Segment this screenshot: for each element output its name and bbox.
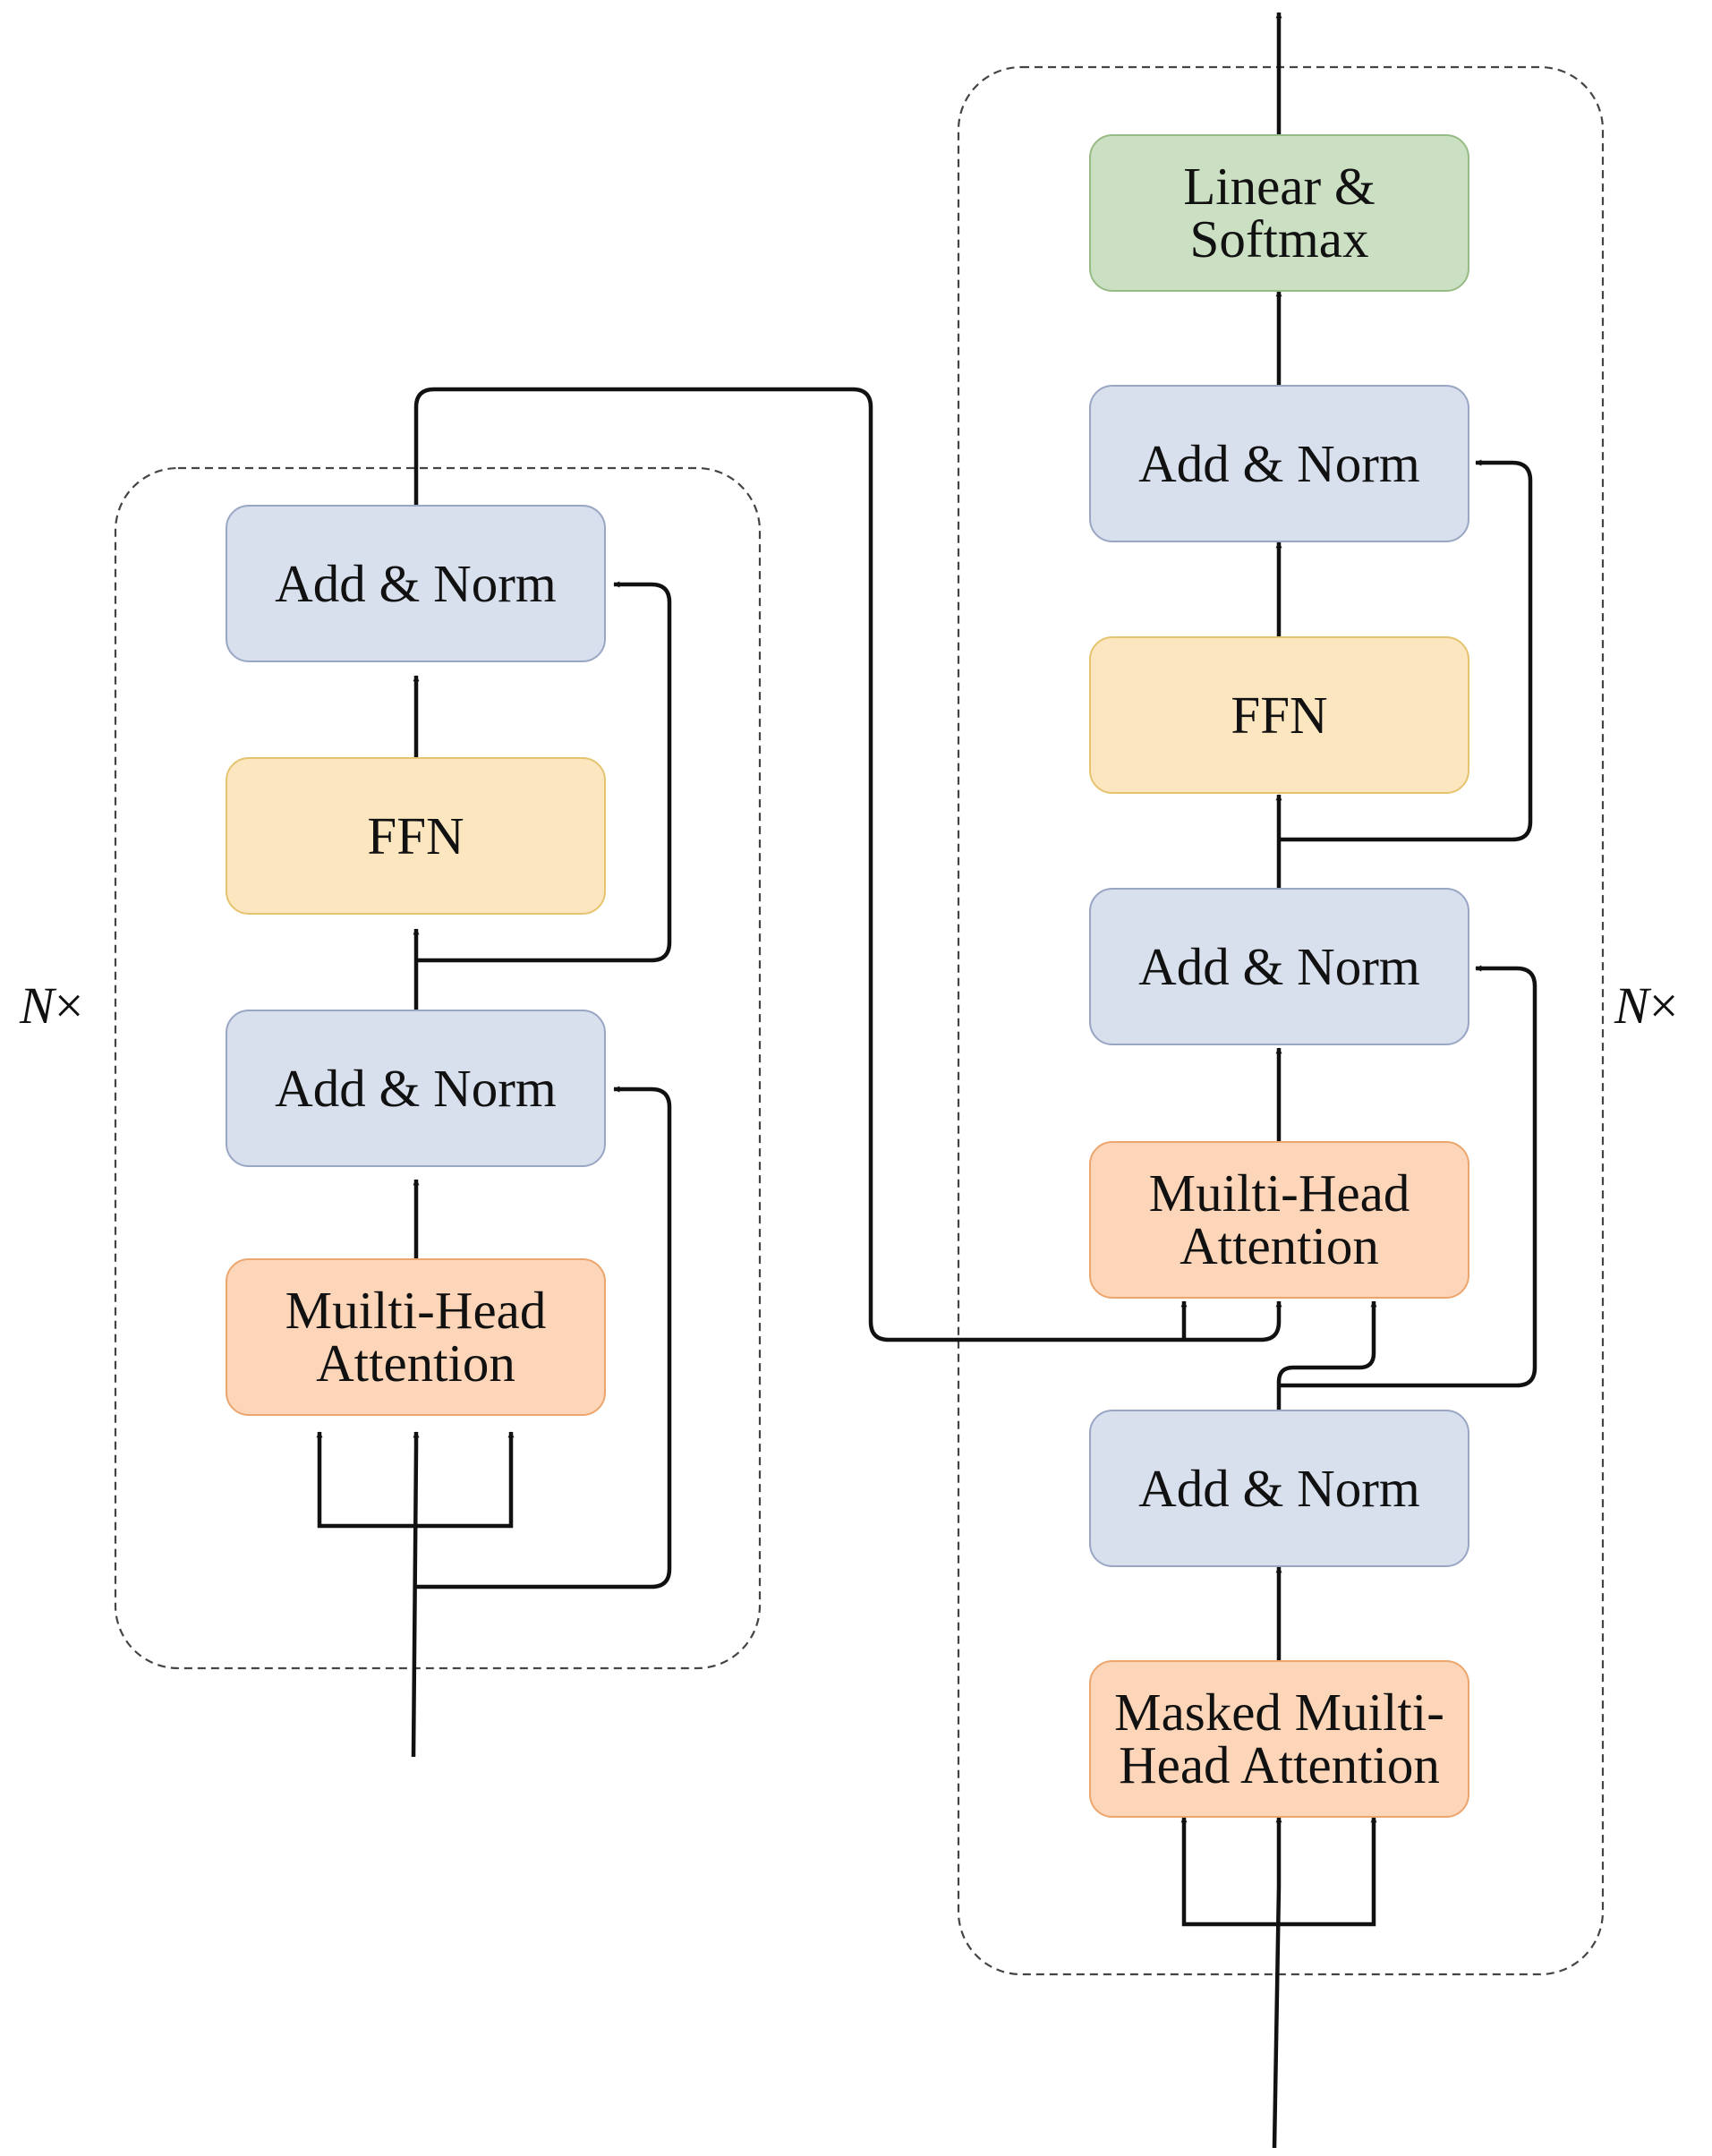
decoder-repeat-label: N× xyxy=(1614,976,1678,1035)
decoder-residual-2-arrow xyxy=(1279,459,1533,842)
encoder-add-norm-top: Add & Norm xyxy=(226,505,606,662)
decoder-add-norm-middle: Add & Norm xyxy=(1089,888,1469,1045)
encoder-add-norm-bottom: Add & Norm xyxy=(226,1010,606,1167)
decoder-masked-input-left-arrow xyxy=(1180,1816,1279,1927)
encoder-output-to-decoder-arrow xyxy=(413,387,1282,1342)
encoder-add-norm-bottom-label: Add & Norm xyxy=(275,1058,557,1118)
decoder-linear-softmax: Linear & Softmax xyxy=(1089,134,1469,292)
encoder-repeat-label: N× xyxy=(20,976,83,1035)
decoder-multi-head-attention: Muilti-Head Attention xyxy=(1089,1141,1469,1299)
encoder-attention-line1: Muilti-Head xyxy=(285,1281,547,1340)
encoder-dashed-frame xyxy=(114,466,762,1670)
encoder-attention-line2: Attention xyxy=(316,1334,515,1393)
decoder-linear-softmax-label: Linear & Softmax xyxy=(1183,157,1376,268)
decoder-add-norm-bottom-label: Add & Norm xyxy=(1138,1458,1420,1518)
encoder-input-line xyxy=(411,1447,419,1758)
encoder-residual-2-arrow xyxy=(416,581,672,963)
encoder-residual-1-arrow xyxy=(416,1086,672,1589)
decoder-cross-attention-line2: Attention xyxy=(1180,1216,1379,1275)
encoder-repeat-times: × xyxy=(54,976,84,1035)
decoder-add-norm-bottom: Add & Norm xyxy=(1089,1410,1469,1567)
decoder-masked-attention-line2: Head Attention xyxy=(1119,1735,1440,1794)
encoder-multi-head-attention: Muilti-Head Attention xyxy=(226,1258,606,1416)
encoder-attention-input-right-arrow xyxy=(416,1431,515,1529)
encoder-attention-input-left-arrow xyxy=(316,1431,416,1529)
decoder-masked-attention-line1: Masked Muilti- xyxy=(1114,1683,1444,1742)
decoder-add-norm-top: Add & Norm xyxy=(1089,385,1469,542)
encoder-ffn: FFN xyxy=(226,757,606,915)
decoder-ffn: FFN xyxy=(1089,636,1469,794)
decoder-residual-1-arrow xyxy=(1279,965,1537,1388)
decoder-add-norm-middle-label: Add & Norm xyxy=(1138,936,1420,996)
encoder-ffn-label: FFN xyxy=(367,805,464,865)
decoder-masked-input-right-arrow xyxy=(1279,1816,1377,1927)
decoder-repeat-n: N xyxy=(1614,976,1649,1035)
decoder-ffn-label: FFN xyxy=(1231,685,1328,745)
decoder-addnorm-to-cross-attention-arrow xyxy=(1276,1300,1377,1410)
decoder-repeat-times: × xyxy=(1648,976,1679,1035)
decoder-masked-multi-head-attention: Masked Muilti- Head Attention xyxy=(1089,1660,1469,1818)
encoder-repeat-n: N xyxy=(20,976,55,1035)
decoder-cross-attention-line1: Muilti-Head xyxy=(1148,1163,1410,1223)
decoder-input-line xyxy=(1272,1886,1282,2149)
encoder-add-norm-top-label: Add & Norm xyxy=(275,553,557,613)
decoder-add-norm-top-label: Add & Norm xyxy=(1138,433,1420,493)
